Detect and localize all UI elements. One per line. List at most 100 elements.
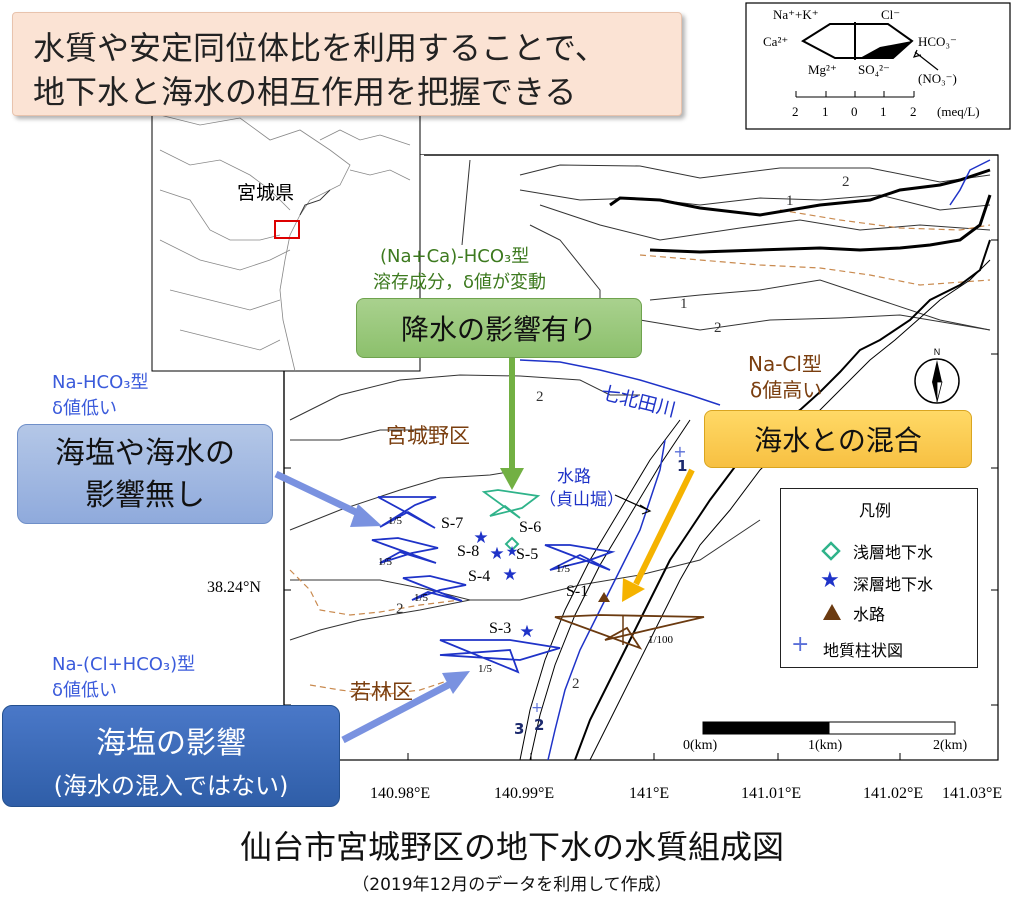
key-scale-tick-1: 1 bbox=[822, 104, 829, 119]
contour-lines bbox=[289, 159, 991, 641]
green-desc-label: 溶存成分，δ値が変動 bbox=[373, 272, 547, 293]
legend-channel-label: 水路 bbox=[853, 605, 886, 624]
scale-bar-label-1: 1(km) bbox=[808, 738, 843, 753]
key-label-hco3: HCO₃⁻ bbox=[918, 34, 957, 49]
blue1-callout-line2: 影響無し bbox=[85, 478, 205, 513]
river-lines bbox=[519, 159, 991, 761]
stiff-scale-label-channel: 1/100 bbox=[648, 634, 674, 646]
contour-label-2d: 2 bbox=[396, 601, 404, 617]
legend-channel-icon bbox=[823, 604, 841, 620]
caption-title: 仙台市宮城野区の地下水の水質組成図 bbox=[239, 828, 784, 866]
borehole-label-1: 1 bbox=[677, 457, 688, 475]
blue1-callout-box: 海塩や海水の 影響無し bbox=[17, 424, 273, 524]
canal-pointer bbox=[614, 494, 649, 511]
sample-marker-s3: ★ bbox=[519, 622, 534, 642]
key-scale-tick-0: 2 bbox=[792, 104, 799, 119]
map-ticks bbox=[284, 239, 998, 760]
orange-callout-box: 海水との混合 bbox=[704, 410, 972, 468]
key-label-so4: SO₄²⁻ bbox=[858, 62, 890, 77]
legend-shallow-icon bbox=[821, 541, 841, 561]
blue-arrow-2 bbox=[341, 678, 456, 744]
lon-label-1: 140.99°E bbox=[494, 785, 555, 802]
caption-subtitle: （2019年12月のデータを利用して作成） bbox=[352, 875, 672, 895]
blue1-callout-line1: 海塩や海水の bbox=[55, 436, 235, 471]
sample-marker-s7: ★ bbox=[473, 528, 488, 548]
stiff-scale-label-d: 1/5 bbox=[556, 563, 571, 575]
lon-label-0: 140.98°E bbox=[370, 785, 431, 802]
lon-label-4: 141.02°E bbox=[863, 785, 924, 802]
blue2-callout-box: 海塩の影響 (海水の混入ではない) bbox=[2, 705, 340, 807]
legend-box: 凡例 浅層地下水 ★ 深層地下水 水路 + 地質柱状図 bbox=[780, 488, 978, 668]
sample-markers: ★ ★ ★ ★ ★ + + bbox=[473, 442, 686, 716]
canal-label-line1: 水路 bbox=[557, 467, 591, 487]
ward-label-wakabayashi: 若林区 bbox=[350, 680, 413, 704]
legend-deep-icon: ★ bbox=[820, 568, 840, 593]
lon-label-2: 141°E bbox=[629, 785, 670, 802]
ward-boundary bbox=[289, 209, 991, 696]
svg-text:N: N bbox=[934, 347, 941, 357]
stiff-diagrams-deep bbox=[371, 496, 616, 674]
sample-marker-s8: ★ bbox=[489, 544, 504, 564]
stiff-key-scale bbox=[795, 91, 915, 98]
inset-map-boundaries bbox=[159, 114, 411, 372]
borehole-marker-3: + bbox=[531, 700, 543, 716]
ward-label-miyagino: 宮城野区 bbox=[386, 424, 470, 448]
lat-label: 38.24°N bbox=[207, 579, 261, 596]
sample-label-s4: S-4 bbox=[468, 568, 491, 585]
key-label-ca: Ca²⁺ bbox=[763, 34, 789, 49]
borehole-marker-1: + bbox=[673, 442, 686, 461]
key-label-no3: (NO₃⁻) bbox=[918, 71, 957, 86]
contour-label-1a: 1 bbox=[786, 193, 794, 209]
sample-label-s8: S-8 bbox=[457, 543, 480, 560]
stiff-diagram-shallow bbox=[481, 489, 541, 519]
scale-bar-label-0: 0(km) bbox=[683, 738, 718, 753]
scale-bar-graphic bbox=[702, 721, 956, 735]
sample-marker-s5: ★ bbox=[506, 544, 519, 560]
key-scale-unit: (meq/L) bbox=[937, 104, 980, 119]
blue-arrow-1 bbox=[274, 470, 366, 520]
key-scale-tick-2: 0 bbox=[851, 104, 858, 119]
sample-marker-s1 bbox=[598, 592, 610, 602]
orange-type-label: Na-Cl型 bbox=[748, 352, 822, 376]
contour-label-2c: 2 bbox=[536, 389, 544, 405]
north-arrow-icon: N bbox=[914, 347, 960, 404]
contour-label-2e: 2 bbox=[572, 676, 580, 692]
study-area-marker bbox=[274, 220, 300, 239]
blue1-desc-label: δ値低い bbox=[52, 398, 118, 419]
green-type-label: (Na+Ca)-HCO₃型 bbox=[380, 246, 530, 267]
blue2-callout-line1: 海塩の影響 bbox=[96, 726, 246, 761]
sample-marker-s6 bbox=[504, 536, 520, 552]
contour-label-2a: 2 bbox=[842, 174, 850, 190]
legend-title: 凡例 bbox=[859, 501, 892, 520]
blue2-desc-label: δ値低い bbox=[52, 680, 118, 701]
stiff-scale-label-a: 1/5 bbox=[388, 515, 403, 527]
legend-deep-label: 深層地下水 bbox=[853, 575, 934, 594]
stiff-scale-label-c: 1/5 bbox=[414, 592, 429, 604]
blue2-callout-line2: (海水の混入ではない) bbox=[53, 772, 289, 800]
headline-line-1: 水質や安定同位体比を利用することで、 bbox=[33, 29, 607, 67]
inset-prefecture-label: 宮城県 bbox=[237, 182, 295, 204]
borehole-label-2: 2 bbox=[534, 716, 545, 734]
green-callout-box: 降水の影響有り bbox=[356, 298, 642, 358]
blue1-type-label: Na-HCO₃型 bbox=[52, 372, 149, 393]
sample-label-s5: S-5 bbox=[516, 546, 539, 563]
scale-bar-label-2: 2(km) bbox=[933, 738, 968, 753]
canal-label-line2: （貞山堀） bbox=[539, 490, 624, 510]
orange-arrow bbox=[633, 468, 695, 586]
key-label-na-k: Na⁺+K⁺ bbox=[773, 7, 819, 22]
legend-shallow-label: 浅層地下水 bbox=[853, 543, 934, 562]
stiff-diagram-channel bbox=[554, 614, 705, 650]
sample-label-s6: S-6 bbox=[519, 519, 542, 536]
stiff-scale-label-b: 1/5 bbox=[378, 556, 393, 568]
key-scale-tick-3: 1 bbox=[880, 104, 887, 119]
stiff-scale-label-e: 1/5 bbox=[478, 663, 493, 675]
headline-box: 水質や安定同位体比を利用することで、 地下水と海水の相互作用を把握できる bbox=[12, 12, 682, 116]
green-callout-text: 降水の影響有り bbox=[400, 313, 597, 346]
sample-marker-s4: ★ bbox=[502, 565, 517, 585]
contour-label-1b: 1 bbox=[680, 296, 688, 312]
lon-label-3: 141.01°E bbox=[741, 785, 802, 802]
legend-borehole-label: 地質柱状図 bbox=[823, 641, 904, 660]
key-label-cl: Cl⁻ bbox=[881, 7, 901, 22]
contour-label-2b: 2 bbox=[714, 320, 722, 336]
key-scale-tick-4: 2 bbox=[910, 104, 917, 119]
